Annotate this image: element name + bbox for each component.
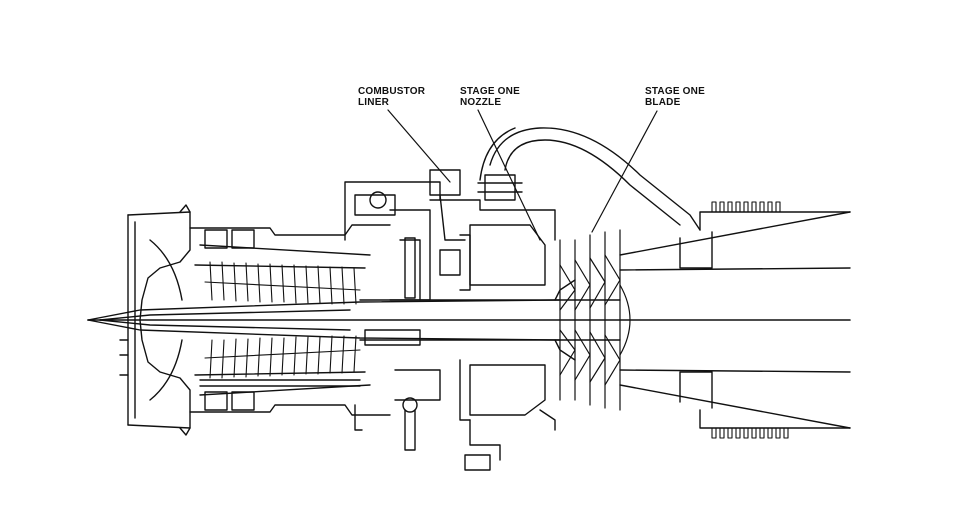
leader-lines	[387, 109, 658, 241]
leader-combustor-liner	[387, 109, 451, 183]
turbine-casing	[429, 199, 576, 471]
label-combustor-liner: COMBUSTOR LINER	[358, 86, 425, 108]
label-blade-line-1: STAGE ONE	[645, 86, 705, 97]
bellows-upper	[711, 201, 781, 213]
label-stage-one-nozzle: STAGE ONE NOZZLE	[460, 86, 520, 108]
combustor-section	[344, 169, 561, 451]
central-shaft	[87, 299, 851, 341]
compressor-blades-upper	[204, 261, 361, 305]
compressor-blades-lower	[204, 335, 361, 379]
turbine-stages	[559, 229, 631, 411]
compressor-casing	[189, 224, 391, 416]
leader-stage-one-blade	[591, 110, 658, 233]
inlet-frame	[119, 204, 191, 436]
label-nozzle-line-1: STAGE ONE	[460, 86, 520, 97]
label-nozzle-line-2: NOZZLE	[460, 97, 502, 108]
label-combustor-line-1: COMBUSTOR	[358, 86, 426, 97]
label-blade-line-2: BLADE	[645, 97, 681, 108]
label-stage-one-blade: STAGE ONE BLADE	[645, 86, 705, 108]
exhaust-diffuser	[619, 211, 851, 429]
bellows-lower	[711, 427, 789, 439]
exhaust-upper-pipe	[477, 127, 701, 231]
label-combustor-line-2: LINER	[358, 97, 389, 108]
